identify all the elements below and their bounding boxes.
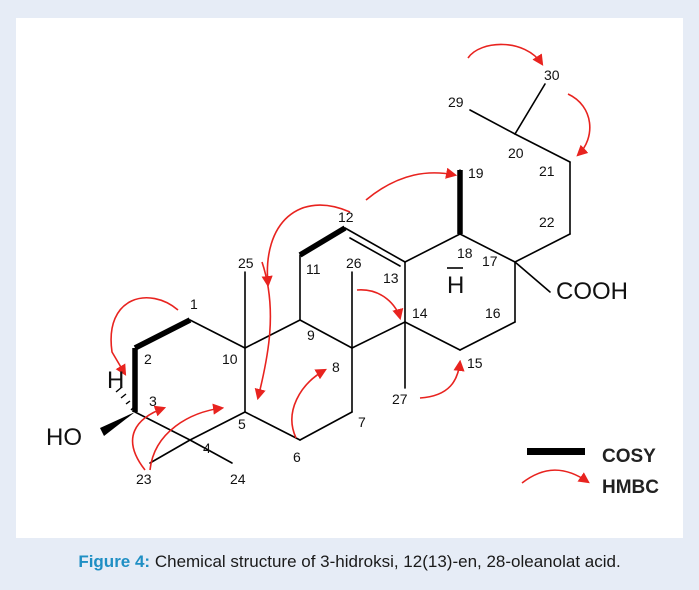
legend-hmbc-label: HMBC bbox=[602, 477, 659, 498]
atom-label-30: 30 bbox=[544, 67, 560, 83]
atom-label-11: 11 bbox=[306, 261, 321, 277]
atom-label-12: 12 bbox=[338, 209, 354, 225]
atom-label-16: 16 bbox=[485, 305, 501, 321]
hmbc-arrows bbox=[110, 43, 591, 484]
caption-text: Chemical structure of 3-hidroksi, 12(13)… bbox=[150, 552, 621, 571]
atom-label-24: 24 bbox=[230, 471, 246, 487]
cosy-bold-bonds bbox=[132, 170, 463, 412]
atom-label-1: 1 bbox=[190, 296, 198, 312]
atom-label-18: 18 bbox=[457, 245, 473, 261]
atom-label-4: 4 bbox=[203, 440, 211, 456]
atom-number-labels: 1 2 3 4 5 6 7 8 9 10 11 12 13 14 15 16 1… bbox=[136, 67, 560, 487]
atom-label-13: 13 bbox=[383, 270, 399, 286]
atom-label-6: 6 bbox=[293, 449, 301, 465]
atom-label-8: 8 bbox=[332, 359, 340, 375]
atom-label-9: 9 bbox=[307, 327, 315, 343]
cosy-legend-bar bbox=[527, 448, 585, 455]
figure-caption: Figure 4: Chemical structure of 3-hidrok… bbox=[0, 542, 699, 582]
atom-label-21: 21 bbox=[539, 163, 555, 179]
atom-label-15: 15 bbox=[467, 355, 483, 371]
h18-label: H bbox=[447, 272, 464, 299]
caption-label: Figure 4: bbox=[78, 552, 151, 571]
atom-label-14: 14 bbox=[412, 305, 428, 321]
atom-label-22: 22 bbox=[539, 214, 555, 230]
atom-label-29: 29 bbox=[448, 94, 464, 110]
atom-label-23: 23 bbox=[136, 471, 152, 487]
atom-label-3: 3 bbox=[149, 393, 157, 409]
atom-label-5: 5 bbox=[238, 416, 246, 432]
cooh-label: COOH bbox=[556, 278, 628, 305]
atom-label-17: 17 bbox=[482, 253, 498, 269]
atom-label-7: 7 bbox=[358, 414, 366, 430]
atom-label-20: 20 bbox=[508, 145, 524, 161]
h3-label: H bbox=[107, 367, 124, 394]
atom-label-25: 25 bbox=[238, 255, 254, 271]
atom-label-10: 10 bbox=[222, 351, 238, 367]
atom-label-2: 2 bbox=[144, 351, 152, 367]
legend-cosy-label: COSY bbox=[602, 446, 656, 467]
atom-label-26: 26 bbox=[346, 255, 362, 271]
stereo-bonds bbox=[100, 386, 135, 436]
atom-label-19: 19 bbox=[468, 165, 484, 181]
functional-group-labels: H HO H COOH bbox=[46, 267, 628, 451]
skeleton-bonds bbox=[134, 83, 571, 464]
hydroxyl-label: HO bbox=[46, 424, 82, 451]
atom-label-27: 27 bbox=[392, 391, 408, 407]
